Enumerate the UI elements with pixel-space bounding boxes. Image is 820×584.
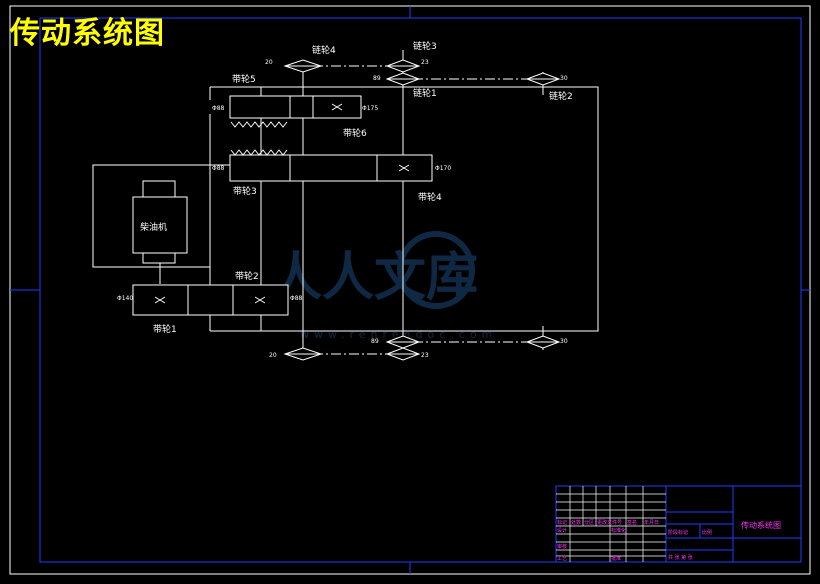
svg-text:更改文件号: 更改文件号 xyxy=(597,519,622,526)
belt-1-label: 带轮1 xyxy=(153,323,177,335)
engine-top xyxy=(142,180,176,198)
svg-text:Φ175: Φ175 xyxy=(362,105,378,112)
pulley-5 xyxy=(229,95,291,119)
svg-text:阶段标记: 阶段标记 xyxy=(668,529,688,536)
belt-5-label: 带轮5 xyxy=(232,73,256,85)
svg-text:工艺: 工艺 xyxy=(557,556,567,562)
svg-text:23: 23 xyxy=(421,352,429,359)
svg-text:签名: 签名 xyxy=(627,519,637,526)
chain-1-label: 链轮1 xyxy=(413,87,437,99)
svg-text:20: 20 xyxy=(265,59,273,66)
chain-4-label: 链轮4 xyxy=(312,44,336,56)
pulleys xyxy=(132,95,433,316)
svg-text:20: 20 xyxy=(269,352,277,359)
page-title: 传动系统图 xyxy=(10,16,165,51)
pulley-x-marks xyxy=(154,103,410,304)
svg-text:共 张 第 张: 共 张 第 张 xyxy=(668,554,693,561)
centering-marks xyxy=(10,6,810,574)
engine-bottom xyxy=(142,252,176,264)
title-block-text: 标记 处数 分区 更改文件号 签名 年月日 设计 标准化 审核 工艺 批准 阶段… xyxy=(557,519,712,562)
svg-text:年月日: 年月日 xyxy=(644,519,659,526)
svg-text:处数: 处数 xyxy=(571,519,581,526)
svg-text:设计: 设计 xyxy=(557,527,567,534)
svg-text:Φ170: Φ170 xyxy=(435,165,451,172)
belt-4-label: 带轮4 xyxy=(418,191,442,203)
svg-text:Φ88: Φ88 xyxy=(212,105,225,112)
dimension-labels: 20 23 89 30 20 89 23 30 Φ88 Φ175 Φ88 Φ17… xyxy=(117,59,568,359)
diagram-labels: 柴油机 带轮5 带轮6 带轮3 带轮4 带轮2 带轮1 链轮4 链轮3 链轮1 … xyxy=(140,40,573,335)
chain-3-label: 链轮3 xyxy=(413,40,437,52)
svg-text:Φ88: Φ88 xyxy=(212,165,225,172)
title-block: 标记 处数 分区 更改文件号 签名 年月日 设计 标准化 审核 工艺 批准 阶段… xyxy=(555,485,802,563)
svg-text:89: 89 xyxy=(373,75,381,82)
belt-2-label: 带轮2 xyxy=(235,270,259,282)
sprockets xyxy=(283,59,561,361)
svg-text:30: 30 xyxy=(560,338,568,345)
watermark-brand: 人人文库 xyxy=(270,248,478,308)
svg-text:30: 30 xyxy=(560,75,568,82)
svg-text:89: 89 xyxy=(371,338,379,345)
svg-text:审核: 审核 xyxy=(557,543,567,550)
svg-text:比例: 比例 xyxy=(702,529,712,536)
svg-text:Φ140: Φ140 xyxy=(117,295,133,302)
svg-text:批准: 批准 xyxy=(611,555,621,562)
engine-label: 柴油机 xyxy=(140,221,167,233)
chain-2-label: 链轮2 xyxy=(549,90,573,102)
svg-text:分区: 分区 xyxy=(584,519,594,526)
svg-text:23: 23 xyxy=(421,59,429,66)
svg-text:标准化: 标准化 xyxy=(611,527,626,534)
pulley-3 xyxy=(229,154,291,182)
title-block-drawing-title: 传动系统图 xyxy=(741,520,781,530)
belt-teeth xyxy=(230,121,288,156)
svg-text:标记: 标记 xyxy=(557,519,567,526)
belt-6-label: 带轮6 xyxy=(343,127,367,139)
watermark: 人人文库 www.renrendoc.com xyxy=(270,231,492,341)
belt-3-label: 带轮3 xyxy=(233,185,257,197)
svg-text:Φ88: Φ88 xyxy=(290,295,303,302)
